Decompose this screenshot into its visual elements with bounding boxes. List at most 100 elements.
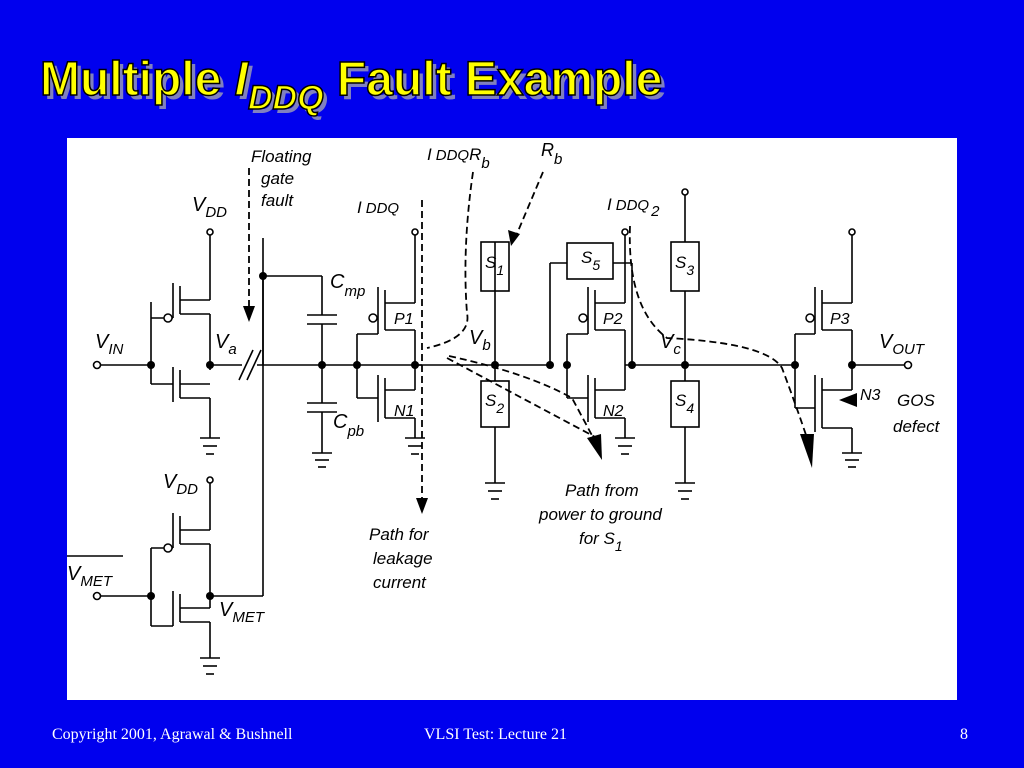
vdd1-v: V — [192, 194, 207, 216]
junction-dots — [147, 272, 856, 600]
n2-label: N2 — [603, 403, 624, 420]
gos-label-1: GOS — [897, 391, 935, 410]
iddq2-i: I — [607, 195, 612, 214]
rb-r: R — [541, 140, 554, 160]
terminal-circles — [92, 188, 913, 601]
s2-s: S — [485, 391, 497, 410]
p3-label: P3 — [830, 311, 850, 328]
p2-label: P2 — [603, 311, 623, 328]
iddq-i: I — [357, 198, 362, 217]
title-shadow-i: I — [239, 57, 254, 110]
n3-label: N3 — [860, 387, 881, 404]
svg-text:IDDQ: IDDQ — [357, 198, 399, 217]
circuit-wires — [97, 194, 905, 675]
vmet-bar-sub: MET — [80, 573, 114, 590]
fault-paths — [248, 168, 808, 498]
power-ground-label-2: power to ground — [538, 505, 662, 524]
cpb-sub: pb — [346, 423, 364, 440]
power-ground-label-3: for S — [579, 529, 616, 548]
svg-text:Multiple IDDQ Fault Example: Multiple IDDQ Fault Example — [44, 57, 666, 121]
arrowheads — [243, 230, 857, 514]
floating-gate-label-3: fault — [261, 191, 294, 210]
floating-gate-label-2: gate — [261, 169, 294, 188]
svg-text:S3: S3 — [675, 253, 694, 278]
svg-text:Cmp: Cmp — [330, 271, 365, 300]
svg-text:VMET: VMET — [219, 599, 266, 626]
p1-label: P1 — [394, 311, 414, 328]
pmos-bubbles — [163, 313, 815, 553]
va-v: V — [215, 331, 230, 353]
vmet-bar-v: V — [67, 563, 82, 585]
slide-title: Multiple IDDQ Fault Example Multiple IDD… — [0, 40, 1024, 140]
leakage-label-2: leakage — [373, 549, 433, 568]
s1-s: S — [485, 253, 497, 272]
circuit-panel: Floating gate fault VDD VIN Va Cmp Cpb I… — [67, 138, 957, 700]
title-text-sub: DDQ — [248, 79, 324, 117]
cmp-sub: mp — [344, 283, 365, 300]
iddq2-sub: DDQ — [616, 197, 650, 214]
cmp-c: C — [330, 271, 345, 293]
vin-v: V — [95, 331, 110, 353]
leakage-label-1: Path for — [369, 525, 430, 544]
svg-text:Vb: Vb — [469, 327, 491, 354]
vin-sub: IN — [108, 341, 123, 358]
gos-label-2: defect — [893, 417, 941, 436]
s1-sub: 1 — [496, 262, 504, 278]
vdd2-v: V — [163, 471, 178, 493]
svg-text:Vc: Vc — [660, 331, 681, 358]
circuit-diagram: Floating gate fault VDD VIN Va Cmp Cpb I… — [67, 140, 941, 675]
title-shadow-1: Multiple — [44, 57, 239, 110]
floating-gate-label-1: Floating — [251, 147, 312, 166]
power-ground-label-1: Path from — [565, 481, 639, 500]
s5-s: S — [581, 248, 593, 267]
svg-text:VDD: VDD — [192, 194, 227, 221]
cpb-c: C — [333, 411, 348, 433]
vc-sub: c — [673, 341, 681, 358]
iddq-rb-sub: DDQ — [436, 147, 470, 164]
title-text-i: I — [235, 53, 250, 106]
n1-label: N1 — [394, 403, 414, 420]
vout-v: V — [879, 331, 894, 353]
title-shadow-sub: DDQ — [252, 83, 328, 121]
footer-lecture: VLSI Test: Lecture 21 — [424, 726, 567, 743]
rb-sub: b — [554, 151, 562, 168]
iddq-rb-rsub: b — [481, 155, 489, 172]
vmet-v: V — [219, 599, 234, 621]
vdd1-sub: DD — [205, 204, 227, 221]
iddq-rb-r: R — [469, 145, 481, 164]
svg-text:VIN: VIN — [95, 331, 124, 358]
svg-text:VOUT: VOUT — [879, 331, 926, 358]
vc-v: V — [660, 331, 675, 353]
svg-text:Va: Va — [215, 331, 237, 358]
vout-sub: OUT — [892, 341, 926, 358]
s2-sub: 2 — [495, 400, 504, 416]
vb-v: V — [469, 327, 484, 349]
vb-sub: b — [482, 337, 490, 354]
vmet-sub: MET — [232, 609, 266, 626]
s3-sub: 3 — [686, 262, 694, 278]
svg-text:for S1: for S1 — [579, 529, 623, 554]
s5-sub: 5 — [592, 257, 600, 273]
title-graphic: Multiple IDDQ Fault Example Multiple IDD… — [39, 52, 666, 121]
iddq2-idx: 2 — [650, 203, 660, 220]
svg-text:S1: S1 — [485, 253, 504, 278]
diagram-labels: Floating gate fault VDD VIN Va Cmp Cpb I… — [67, 140, 941, 626]
svg-text:Cpb: Cpb — [333, 411, 364, 440]
power-ground-sub: 1 — [615, 538, 623, 554]
title-shadow-2: Fault Example — [328, 57, 667, 110]
vdd2-sub: DD — [176, 481, 198, 498]
svg-text:S5: S5 — [581, 248, 600, 273]
leakage-label-3: current — [373, 573, 427, 592]
svg-text:VMET: VMET — [67, 563, 114, 590]
footer-page-number: 8 — [960, 726, 968, 743]
s4-s: S — [675, 391, 687, 410]
s4-sub: 4 — [686, 400, 694, 416]
iddq-sub: DDQ — [366, 200, 400, 217]
svg-text:Multiple IDDQ Fault Example: Multiple IDDQ Fault Example — [40, 53, 662, 117]
svg-text:Rb: Rb — [541, 140, 562, 168]
svg-text:S4: S4 — [675, 391, 694, 416]
svg-text:VDD: VDD — [163, 471, 198, 498]
title-text-2: Fault Example — [324, 53, 663, 106]
va-sub: a — [228, 341, 236, 358]
